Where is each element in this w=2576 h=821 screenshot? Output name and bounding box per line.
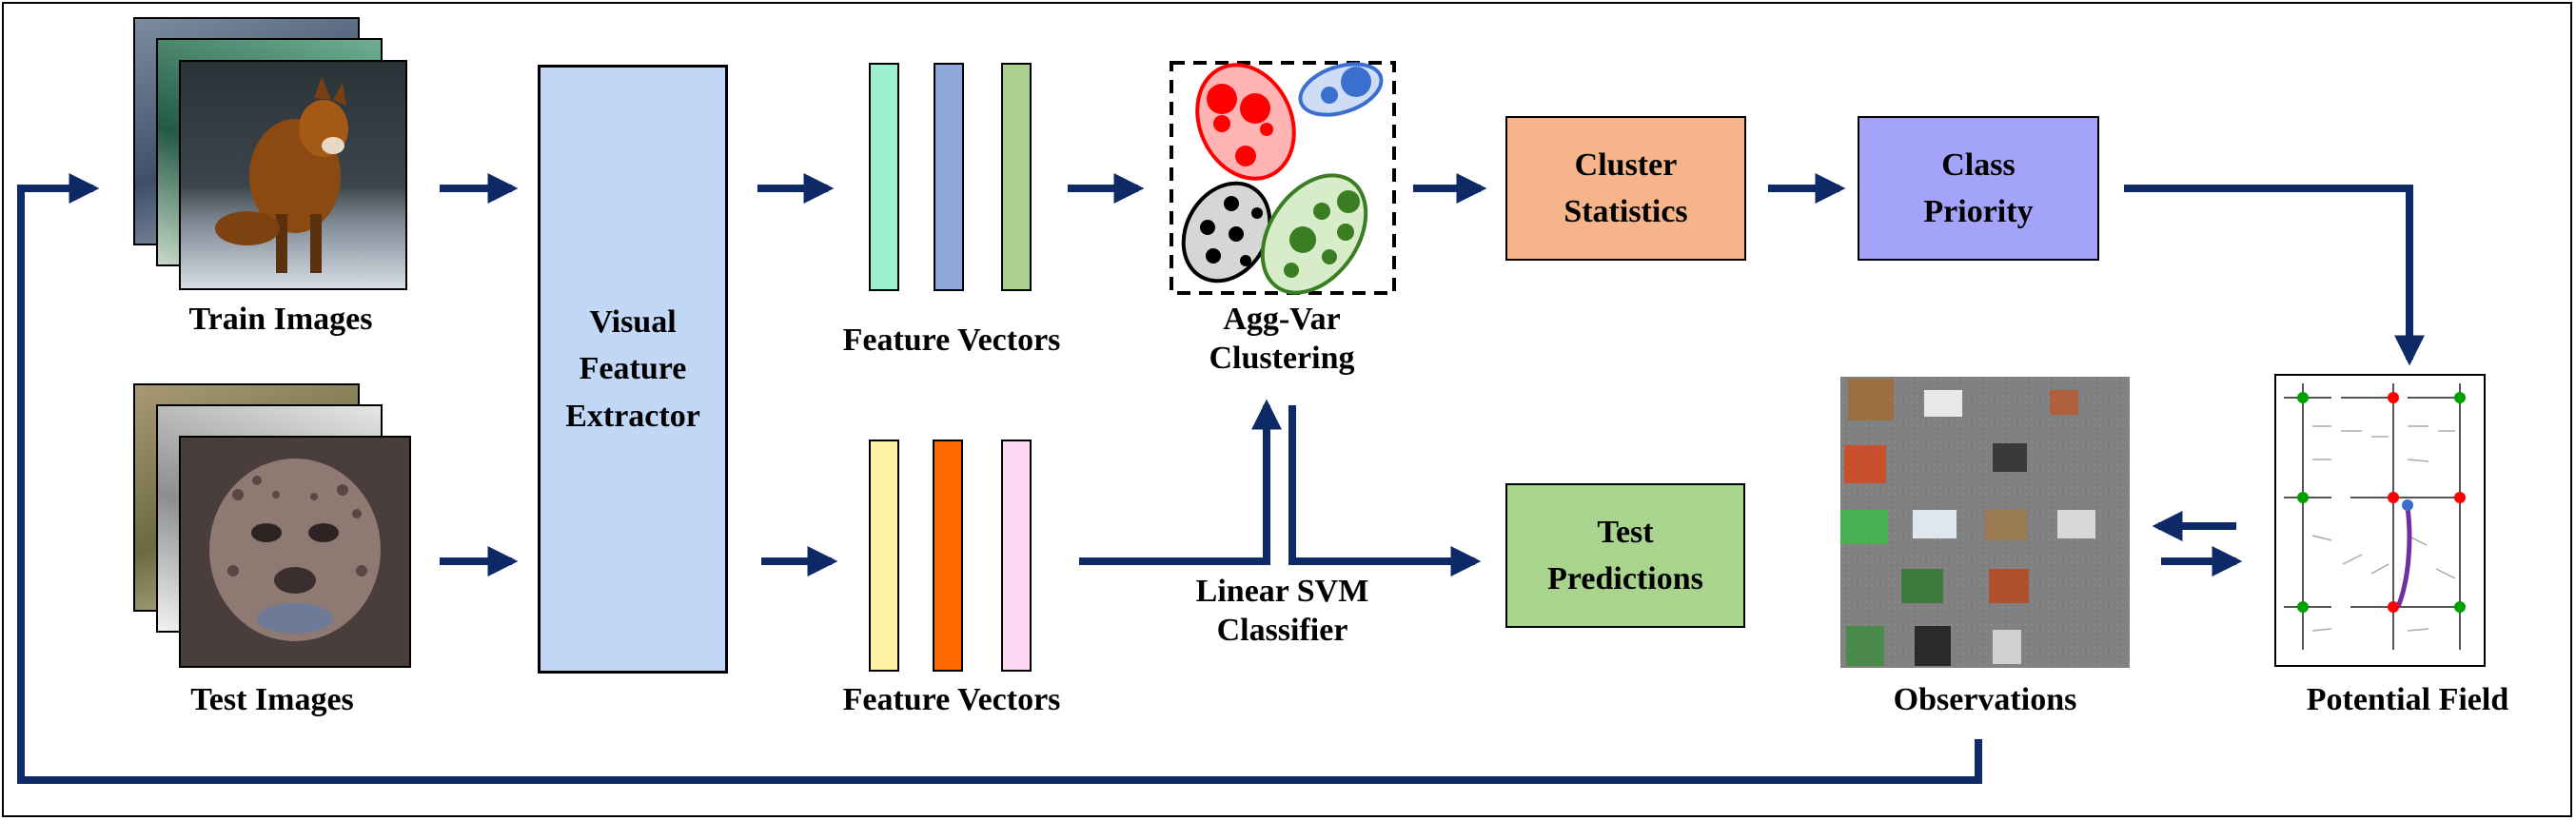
feature-vector-bottom-1 xyxy=(869,440,899,672)
class-priority-box: Class Priority xyxy=(1858,116,2099,261)
observation-block xyxy=(1993,443,2027,472)
cluster-scatter-icon xyxy=(1170,61,1396,295)
observation-block xyxy=(1989,569,2029,603)
feature-vector-top-2 xyxy=(934,63,964,291)
observation-block xyxy=(1915,626,1951,666)
feature-vectors-bottom-label: Feature Vectors xyxy=(842,682,1061,717)
observation-block xyxy=(1846,626,1884,666)
svm-classifier-label: Linear SVM Classifier xyxy=(1195,574,1369,648)
visual-feature-extractor: Visual Feature Extractor xyxy=(538,65,728,674)
observations-label: Observations xyxy=(1893,682,2077,717)
observation-block xyxy=(1924,390,1962,417)
test-predictions-box: Test Predictions xyxy=(1505,483,1745,628)
observation-block xyxy=(2057,510,2095,538)
clustering-label: Agg-Var Clustering xyxy=(1209,302,1355,376)
feature-vector-bottom-2 xyxy=(933,440,963,672)
feature-extractor-label: Visual Feature Extractor xyxy=(565,304,700,434)
leopard-photo-icon xyxy=(209,459,381,641)
test-predictions-label: Test Predictions xyxy=(1547,514,1703,596)
arrow-svm-to-predictions xyxy=(1288,405,1482,577)
observation-block xyxy=(1844,445,1886,483)
feature-vector-bottom-3 xyxy=(1001,440,1032,672)
feature-vector-top-1 xyxy=(869,63,899,291)
cluster-blue xyxy=(1298,62,1384,117)
test-image-front xyxy=(179,436,411,668)
arrow-svm-to-clustering xyxy=(1079,399,1282,565)
observation-block xyxy=(1901,569,1943,603)
potential-field-label: Potential Field xyxy=(2306,682,2509,717)
observation-block xyxy=(2050,390,2078,415)
cluster-statistics-box: Cluster Statistics xyxy=(1505,116,1746,261)
observation-block xyxy=(1913,510,1957,538)
arrow-priority-to-field xyxy=(2124,185,2425,366)
class-priority-label: Class Priority xyxy=(1923,147,2034,229)
test-images-label: Test Images xyxy=(190,682,354,717)
cluster-red xyxy=(1195,63,1296,181)
arrow-feedback-loop xyxy=(17,173,1982,784)
observation-block xyxy=(1848,379,1894,420)
observation-block xyxy=(1985,510,2027,540)
observation-block xyxy=(1993,630,2021,664)
observation-block xyxy=(1840,510,1888,544)
fox-photo-icon xyxy=(215,77,348,273)
cluster-statistics-label: Cluster Statistics xyxy=(1563,147,1688,229)
feature-vectors-top-label: Feature Vectors xyxy=(842,323,1061,358)
train-images-label: Train Images xyxy=(188,302,373,337)
train-image-front xyxy=(179,60,407,290)
minecraft-block-grid xyxy=(1840,377,2130,668)
feature-vector-top-3 xyxy=(1001,63,1032,291)
vector-field-plot xyxy=(2274,374,2486,667)
